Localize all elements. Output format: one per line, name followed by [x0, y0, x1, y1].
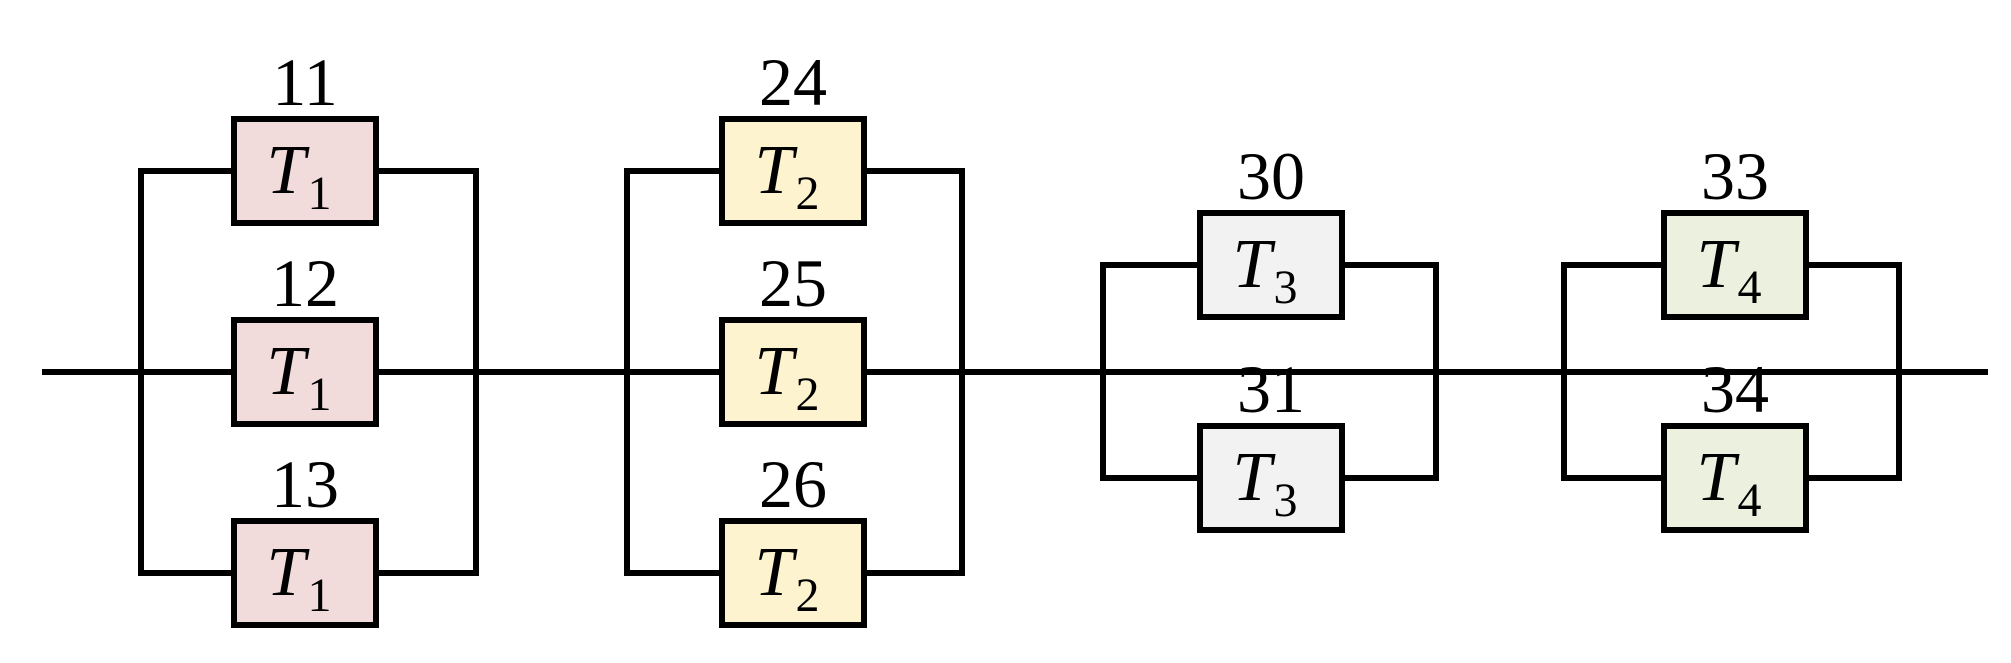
component-number: 25: [759, 245, 827, 321]
component-number: 11: [272, 44, 337, 120]
component-number: 26: [759, 446, 827, 522]
component-number: 13: [271, 446, 339, 522]
component-box: [231, 317, 379, 427]
component-type-subscript: 1: [307, 368, 331, 421]
component-box: [1661, 210, 1809, 320]
component-type-subscript: 1: [307, 167, 331, 220]
component-box: [719, 116, 867, 226]
component-box: [231, 116, 379, 226]
component-number: 24: [759, 44, 827, 120]
component-box: [1197, 423, 1345, 533]
component-number: 31: [1237, 351, 1305, 427]
component-type-subscript: 4: [1737, 261, 1761, 314]
component-type-subscript: 2: [795, 368, 819, 421]
component-box: [719, 317, 867, 427]
component-box: [1661, 423, 1809, 533]
component-type-label: T1: [267, 333, 332, 421]
component-box: [231, 518, 379, 628]
component-number: 34: [1701, 351, 1769, 427]
component-number: 12: [271, 245, 339, 321]
component-type-subscript: 1: [307, 569, 331, 622]
component-type-subscript: 3: [1273, 261, 1297, 314]
component-type-subscript: 4: [1737, 474, 1761, 527]
component-number: 30: [1237, 138, 1305, 214]
component-type-subscript: 2: [795, 569, 819, 622]
component-box: [719, 518, 867, 628]
component-type-subscript: 3: [1273, 474, 1297, 527]
component-type-subscript: 2: [795, 167, 819, 220]
component-box: [1197, 210, 1345, 320]
component-number: 33: [1701, 138, 1769, 214]
